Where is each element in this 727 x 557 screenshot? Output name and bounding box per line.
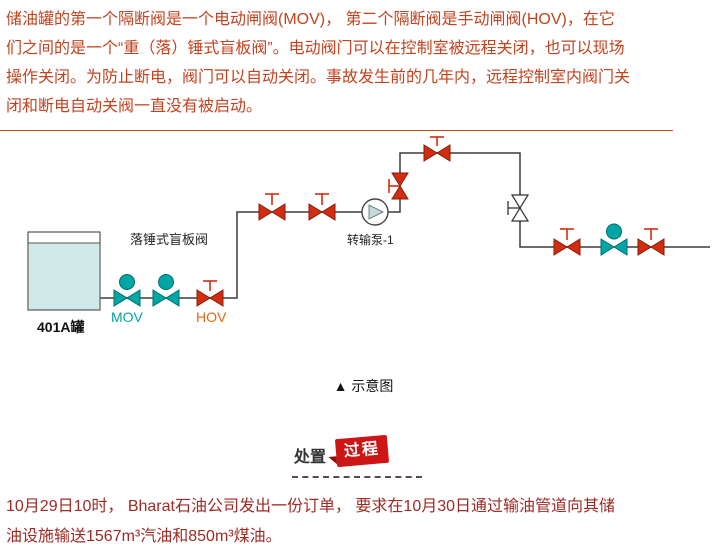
gate-valve-icon <box>637 228 665 256</box>
blind-valve-label: 落锤式盲板阀 <box>130 232 209 247</box>
tank-label: 401A罐 <box>37 319 85 335</box>
intro-line: 闭和断电自动关阀一直没有被启动。 <box>6 98 263 115</box>
mov-label: MOV <box>111 309 143 325</box>
section-title: 处置 <box>294 449 327 466</box>
gate-valve-icon <box>308 193 336 221</box>
check-valve-icon <box>388 172 409 200</box>
intro-paragraph: 储油罐的第一个隔断阀是一个电动闸阀(MOV)， 第二个隔断阀是手动闸阀(HOV)… <box>6 5 630 121</box>
divider-line <box>0 130 673 131</box>
intro-line: 们之间的是一个“重（落）锤式盲板阀”。电动阀门可以在控制室被远程关闭，也可以现场 <box>6 40 625 57</box>
schematic-diagram: 落锤式盲板阀 401A罐 MOV HOV 转输泵-1 ▲ 示意图 <box>0 131 727 399</box>
gate-valve-icon <box>553 228 581 256</box>
piping-schematic <box>27 136 710 311</box>
intro-line: 操作关闭。为防止断电，阀门可以自动关闭。事故发生前的几年内，远程控制室内阀门关 <box>6 69 631 86</box>
dashed-underline <box>292 476 422 478</box>
tank-liquid <box>29 243 99 310</box>
intro-line: 储油罐的第一个隔断阀是一个电动闸阀(MOV)， 第二个隔断阀是手动闸阀(HOV)… <box>6 11 615 28</box>
pump-label: 转输泵-1 <box>347 233 394 247</box>
pump-icon <box>361 198 389 226</box>
gate-valve-icon <box>258 193 286 221</box>
body-line: 油设施输送1567m³汽油和850m³煤油。 <box>6 528 282 545</box>
storage-tank <box>27 231 101 311</box>
body-paragraph: 10月29日10时， Bharat石油公司发出一份订单， 要求在10月30日通过… <box>6 492 615 552</box>
motor-valve-icon <box>152 274 180 307</box>
hov-valve-icon <box>196 280 224 307</box>
diagram-caption: ▲ 示意图 <box>333 378 394 394</box>
section-badge: 过程 <box>334 434 390 468</box>
mov-valve-icon <box>113 274 141 307</box>
body-line: 10月29日10时， Bharat石油公司发出一份订单， 要求在10月30日通过… <box>6 498 616 515</box>
hov-label: HOV <box>196 309 227 325</box>
gate-valve-icon <box>423 136 451 162</box>
manual-valve-icon <box>507 194 530 222</box>
motor-valve-icon <box>600 223 628 256</box>
